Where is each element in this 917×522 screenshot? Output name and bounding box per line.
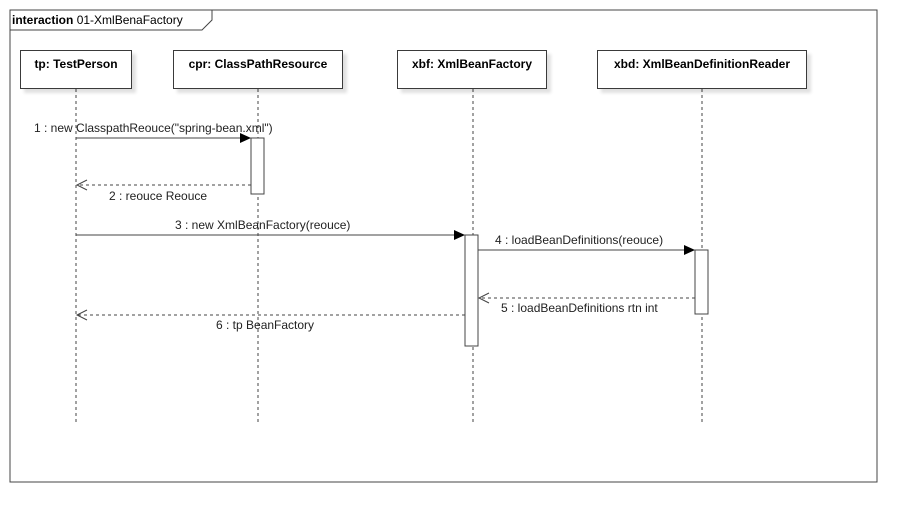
message-2-label: 2 : reouce Reouce: [109, 189, 208, 203]
message-5-label: 5 : loadBeanDefinitions rtn int: [501, 301, 658, 315]
frame-name: 01-XmlBenaFactory: [76, 13, 183, 27]
lifeline-head-xbf[interactable]: xbf: XmlBeanFactory: [397, 50, 547, 89]
frame-keyword: interaction: [12, 13, 74, 27]
lifeline-label-cpr: cpr: ClassPathResource: [188, 57, 328, 71]
lifeline-label-xbd: xbd: XmlBeanDefinitionReader: [613, 57, 791, 71]
frame-title: interaction 01-XmlBenaFactory: [12, 13, 183, 27]
activation-xbf: [464, 234, 479, 347]
message-1-label: 1 : new ClasspathReouce("spring-bean.xml…: [34, 121, 273, 135]
frame-name-tab: [10, 10, 213, 31]
message-6-label: 6 : tp BeanFactory: [216, 318, 315, 332]
message-5-arrowhead: [477, 292, 490, 304]
lifeline-head-cpr[interactable]: cpr: ClassPathResource: [173, 50, 343, 89]
activation-cpr: [250, 137, 265, 195]
message-3-arrowhead: [454, 230, 465, 240]
message-4-label: 4 : loadBeanDefinitions(reouce): [495, 233, 664, 247]
message-2-arrowhead: [75, 179, 88, 191]
message-4-arrowhead: [684, 245, 695, 255]
activation-xbd: [694, 249, 709, 315]
message-3-label: 3 : new XmlBeanFactory(reouce): [175, 218, 351, 232]
lifeline-label-tp: tp: TestPerson: [34, 57, 118, 71]
message-1-arrowhead: [240, 133, 251, 143]
lifeline-label-xbf: xbf: XmlBeanFactory: [411, 57, 533, 71]
lifeline-head-xbd[interactable]: xbd: XmlBeanDefinitionReader: [597, 50, 807, 89]
interaction-frame: [9, 9, 878, 483]
message-6-arrowhead: [75, 309, 88, 321]
lifeline-head-tp[interactable]: tp: TestPerson: [20, 50, 132, 89]
